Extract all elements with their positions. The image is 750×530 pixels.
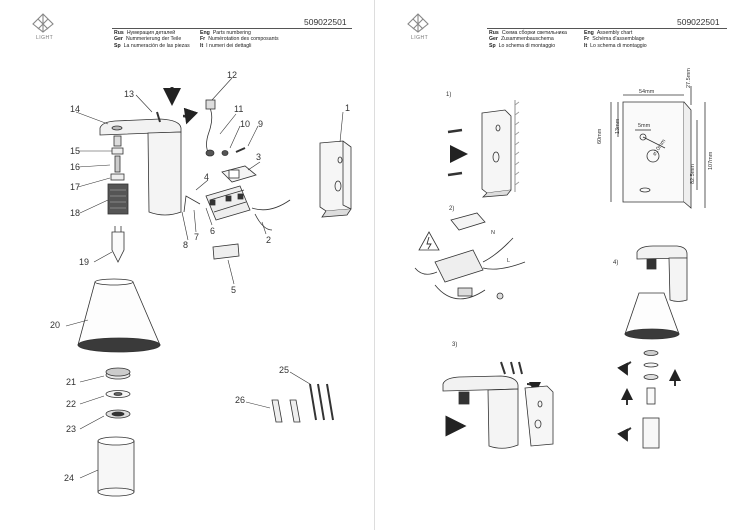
label-part-15: 15 xyxy=(70,146,80,156)
wire-letter-l: L xyxy=(507,258,510,264)
step-1-label: 1) xyxy=(446,92,451,98)
label-part-21: 21 xyxy=(66,377,76,387)
step-2-label: 2) xyxy=(449,206,454,212)
label-part-3: 3 xyxy=(256,152,261,162)
step-4-label: 4) xyxy=(613,260,618,266)
label-part-19: 19 xyxy=(79,257,89,267)
part-mounting-plate xyxy=(319,140,352,218)
dim-total: 107mm xyxy=(708,151,714,170)
part-terminal-block xyxy=(205,165,257,221)
label-part-5: 5 xyxy=(231,285,236,295)
dimension-drawing xyxy=(610,86,706,209)
label-part-25: 25 xyxy=(279,365,289,375)
step-2-wiring xyxy=(414,212,526,300)
label-part-18: 18 xyxy=(70,208,80,218)
brand-text: LIGHT xyxy=(36,35,54,41)
label-part-12: 12 xyxy=(227,70,237,80)
dim-offset: 82.5mm xyxy=(690,164,696,184)
header-rule xyxy=(487,28,727,29)
label-part-4: 4 xyxy=(204,172,209,182)
step-3-label: 3) xyxy=(452,342,457,348)
step-labels: 1) 2) 3) 4) xyxy=(446,92,618,348)
label-part-13: 13 xyxy=(124,89,134,99)
label-part-16: 16 xyxy=(70,162,80,172)
label-part-2: 2 xyxy=(266,235,271,245)
step-4-final xyxy=(617,245,688,449)
step-1-mount-plate xyxy=(447,100,520,198)
label-part-24: 24 xyxy=(64,473,74,483)
part-socket-stack xyxy=(107,135,129,215)
part-shade xyxy=(77,278,161,353)
label-part-8: 8 xyxy=(183,240,188,250)
label-part-9: 9 xyxy=(258,119,263,129)
dim-width: 54mm xyxy=(639,89,655,95)
label-part-20: 20 xyxy=(50,320,60,330)
dim-top: 27.5mm xyxy=(686,68,692,88)
doc-number: 509022501 xyxy=(677,17,720,27)
header-rule xyxy=(112,28,352,29)
wire-letter-n: N xyxy=(491,230,495,236)
logo-icon xyxy=(407,13,429,33)
dim-height2: 13mm xyxy=(615,118,621,134)
label-part-6: 6 xyxy=(210,226,215,236)
part-labels: 1 2 3 4 5 6 7 8 9 10 11 12 13 14 15 16 1… xyxy=(50,70,350,483)
label-part-11: 11 xyxy=(234,104,243,114)
label-part-7: 7 xyxy=(194,232,199,242)
label-part-22: 22 xyxy=(66,399,76,409)
parts-drawing: 1 2 3 4 5 6 7 8 9 10 11 12 13 14 15 16 1… xyxy=(50,70,352,497)
part-bulb xyxy=(111,226,125,263)
label-part-26: 26 xyxy=(235,395,245,405)
label-part-23: 23 xyxy=(66,424,76,434)
label-part-14: 14 xyxy=(70,104,80,114)
part-cylinder xyxy=(97,436,135,497)
logo-icon xyxy=(32,13,54,33)
assembly-drawing: 1) 2) 3) 4) N L 54mm 27.5mm 60mm 13mm 5m… xyxy=(414,68,714,449)
brand-text: LIGHT xyxy=(411,35,429,41)
page-fold xyxy=(374,0,375,530)
dim-hole: 5mm xyxy=(638,123,651,129)
label-part-17: 17 xyxy=(70,182,80,192)
step-3-arm xyxy=(442,361,554,449)
wire-letters: N L xyxy=(491,230,510,264)
label-part-1: 1 xyxy=(345,103,350,113)
dim-height1: 60mm xyxy=(597,128,603,144)
label-part-10: 10 xyxy=(240,119,250,129)
doc-number: 509022501 xyxy=(304,17,347,27)
